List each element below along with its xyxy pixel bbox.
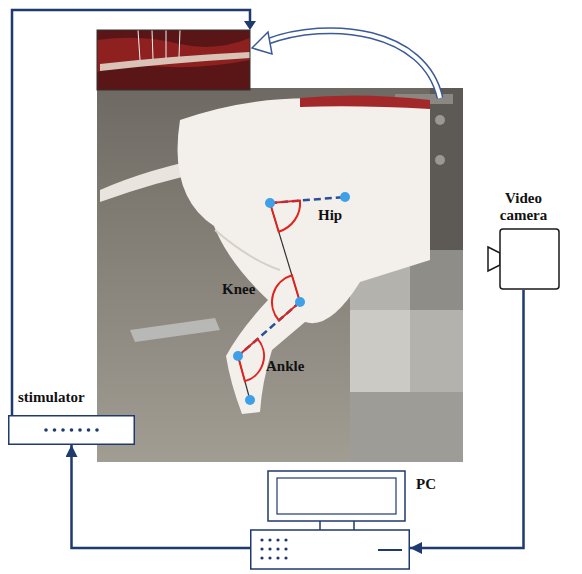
marker-dot [233, 351, 243, 361]
wire-arrowhead [244, 21, 256, 30]
marker-dot [340, 192, 350, 202]
inset-photo [97, 30, 250, 90]
screw [435, 155, 445, 165]
inset-border [97, 30, 250, 90]
computer-icon [250, 470, 410, 570]
signal-wire [410, 290, 524, 548]
electrode-wire [138, 30, 140, 60]
spinal-cord [100, 52, 250, 71]
angle-arc [272, 275, 300, 320]
node-label: Video camera [483, 190, 564, 225]
computer: PC [250, 470, 410, 570]
node-label: PC [416, 476, 436, 493]
spinal-tissue [97, 38, 250, 72]
acrylic-plate [130, 318, 220, 342]
marker-dot [295, 297, 305, 307]
marker-dot [265, 198, 275, 208]
angle-arc [238, 339, 264, 381]
stimulation-wire [12, 10, 250, 415]
zoom-arrow [266, 31, 440, 98]
zoom-arrow [266, 31, 440, 98]
node-label: stimulator [18, 389, 85, 406]
screw [435, 115, 445, 125]
rat-body [178, 98, 430, 414]
photo-ground [97, 88, 463, 462]
video-camera: Video camera [487, 228, 560, 290]
incision [300, 95, 430, 109]
stimulator-box: stimulator [8, 415, 135, 445]
video-camera-icon [487, 228, 560, 290]
joint-label: Ankle [266, 358, 304, 375]
frame-bracket [430, 88, 463, 250]
frame-block [350, 392, 463, 462]
signal-wire [72, 445, 251, 548]
joint-label: Knee [222, 281, 255, 298]
joint-label: Hip [318, 207, 342, 224]
electrode-wire [152, 30, 153, 59]
electrode-wire [166, 30, 167, 58]
frame-block [350, 250, 463, 462]
marker-dot [245, 395, 255, 405]
zoom-arrowhead [252, 32, 272, 54]
electrode-wire [179, 30, 180, 57]
stimulator-box-icon [8, 415, 135, 445]
fur-shade [215, 230, 280, 270]
angle-arc [270, 201, 300, 232]
